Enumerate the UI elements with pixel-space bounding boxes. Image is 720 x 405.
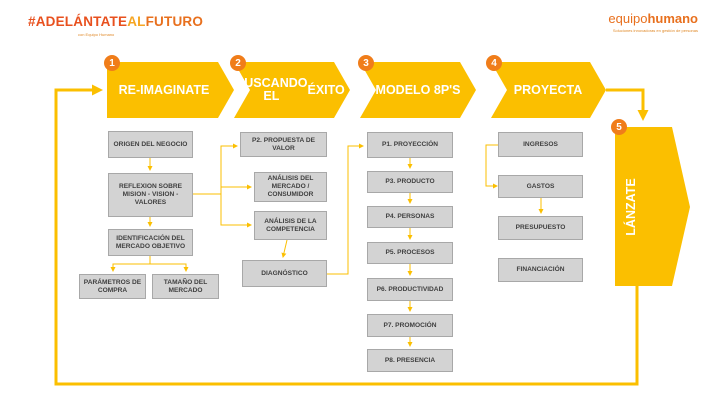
- box-p4-personas: P4. PERSONAS: [367, 206, 453, 228]
- step-2-label-line-2: ÉXITO: [307, 82, 345, 97]
- box-origen-negocio: ORIGEN DEL NEGOCIO: [108, 131, 193, 158]
- arrow-ingresos-gastos: [485, 144, 498, 189]
- step-1-badge: 1: [104, 55, 120, 71]
- box-p3-producto: P3. PRODUCTO: [367, 171, 453, 193]
- hashtag-title: #ADELÁNTATEALFUTURO: [28, 14, 203, 29]
- step-5-chevron: [615, 127, 690, 286]
- step-4-chevron: [491, 62, 606, 118]
- step-3-chevron: [360, 62, 476, 118]
- box-analisis-competencia: ANÁLISIS DE LA COMPETENCIA: [254, 211, 327, 240]
- step-2-badge: 2: [230, 55, 246, 71]
- arrow-reflexion-to-col2: [193, 143, 238, 195]
- arrow-competencia-diagnostico: [281, 239, 288, 258]
- box-p1-proyeccion: P1. PROYECCIÓN: [367, 132, 453, 158]
- logo-light: equipo: [608, 11, 648, 26]
- box-gastos: GASTOS: [498, 175, 583, 198]
- box-identificacion-mercado: IDENTIFICACIÓN DEL MERCADO OBJETIVO: [108, 229, 193, 256]
- box-presupuesto: PRESUPUESTO: [498, 216, 583, 240]
- step-5-label: LÁNZATE: [624, 178, 638, 236]
- step-1-label: RE-IMAGINATE: [118, 82, 210, 97]
- arrow-to-parametros: [110, 256, 151, 272]
- step-1-chevron: [107, 62, 234, 118]
- loop-arrow: [54, 84, 639, 386]
- box-propuesta-valor: P2. PROPUESTA DE VALOR: [240, 132, 327, 157]
- hashtag-subtitle: con Equipo Humano: [78, 32, 115, 37]
- arrow-to-analisis-competencia: [220, 187, 252, 228]
- box-diagnostico: DIAGNÓSTICO: [242, 260, 327, 287]
- logo-tagline: Soluciones innovadoras en gestión de per…: [612, 28, 698, 33]
- arrow-to-tamano: [150, 263, 189, 272]
- arrow-diagnostico-to-col3: [327, 143, 364, 275]
- box-ingresos: INGRESOS: [498, 132, 583, 157]
- box-tamano-mercado: TAMAÑO DEL MERCADO: [152, 274, 219, 299]
- box-p6-productividad: P6. PRODUCTIVIDAD: [367, 278, 453, 301]
- hashtag-part-2: AL: [127, 14, 146, 29]
- proyecta-to-lanzate-arrow: [606, 88, 649, 121]
- step-3-badge: 3: [358, 55, 374, 71]
- box-p8-presencia: P8. PRESENCIA: [367, 349, 453, 372]
- box-parametros-compra: PARÁMETROS DE COMPRA: [79, 274, 146, 299]
- box-analisis-mercado: ANÁLISIS DEL MERCADO / CONSUMIDOR: [254, 172, 327, 202]
- step-5-badge: 5: [611, 119, 627, 135]
- step-4-label: PROYECTA: [513, 82, 583, 97]
- box-p7-promocion: P7. PROMOCIÓN: [367, 314, 453, 337]
- logo-bold: humano: [647, 11, 698, 26]
- step-3-label: MODELO 8P'S: [375, 82, 461, 97]
- step-2-chevron: [234, 62, 350, 118]
- step-4-badge: 4: [486, 55, 502, 71]
- box-reflexion: REFLEXION SOBRE MISION - VISION - VALORE…: [108, 173, 193, 217]
- brand-logo: equipohumano: [608, 11, 698, 26]
- hashtag-part-1: #ADELÁNTATE: [28, 14, 128, 29]
- box-financiacion: FINANCIACIÓN: [498, 258, 583, 282]
- hashtag-part-3: FUTURO: [145, 14, 204, 29]
- step-2-label-line-1: BUSCANDO EL: [235, 76, 308, 103]
- box-p5-procesos: P5. PROCESOS: [367, 242, 453, 264]
